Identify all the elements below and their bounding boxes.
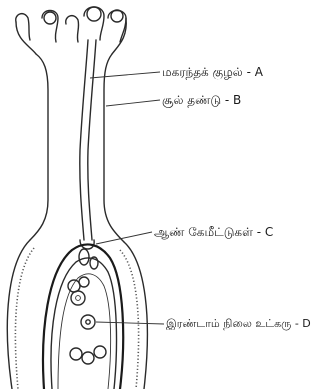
style-walls xyxy=(30,54,124,242)
label-style: சூல் தண்டு - B xyxy=(162,93,241,107)
pollen-tube xyxy=(80,40,96,249)
ovary xyxy=(7,240,147,389)
label-male-gametes: ஆண் கேமீட்டுகள் - C xyxy=(154,225,273,239)
ovule xyxy=(43,244,123,389)
leader-a xyxy=(90,72,160,78)
leader-b xyxy=(106,100,160,106)
label-pollen-tube: மகரந்தக் குழல் - A xyxy=(162,65,263,79)
leader-d xyxy=(96,322,164,324)
stigma xyxy=(16,7,127,54)
leader-lines xyxy=(90,72,164,324)
label-secondary-nucleus: இரண்டாம் நிலை உட்கரு - D xyxy=(166,317,311,331)
